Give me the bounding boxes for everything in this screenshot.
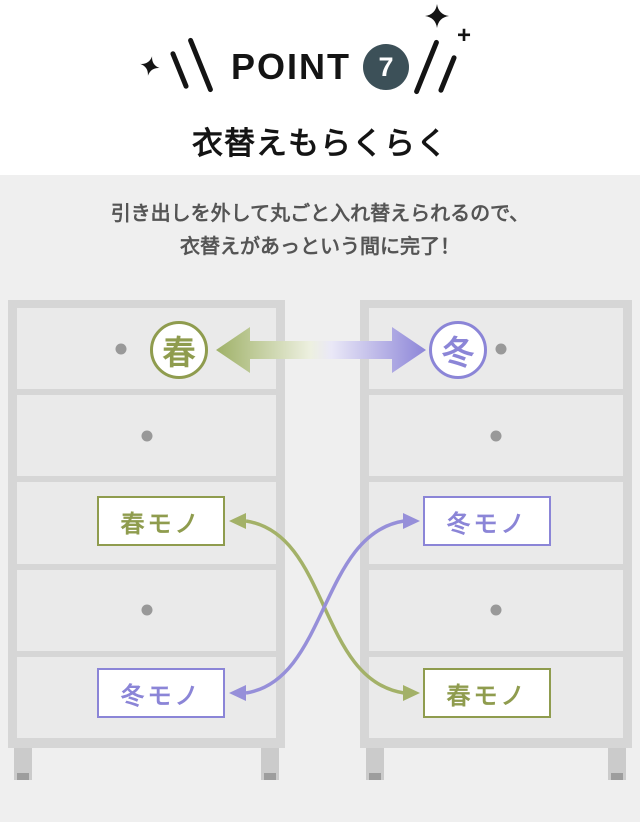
- drawer-handle-dot: [141, 430, 152, 442]
- spring-items-label-right: 春モノ: [423, 668, 551, 718]
- drawer-handle-dot: [490, 604, 502, 616]
- drawer: [17, 308, 276, 390]
- drawer: [369, 569, 623, 651]
- plus-icon: +: [457, 22, 472, 49]
- drawer: [369, 308, 623, 390]
- season-circle-winter: 冬: [429, 321, 487, 379]
- sparkle-icon: [140, 56, 160, 76]
- season-circle-spring: 春: [150, 321, 208, 379]
- drawer-handle-dot: [115, 343, 127, 355]
- spring-items-label-left: 春モノ: [97, 496, 225, 546]
- chest-leg: [261, 748, 279, 780]
- chest-leg: [608, 748, 626, 780]
- chest-leg: [366, 748, 384, 780]
- drawer: [17, 395, 276, 477]
- sparkle-icon: [425, 4, 449, 28]
- page-title: 衣替えもらくらく: [192, 126, 448, 161]
- drawer-handle-dot: [490, 430, 502, 442]
- description-line-1: 引き出しを外して丸ごと入れ替えられるので、: [110, 203, 530, 225]
- description-text: 引き出しを外して丸ごと入れ替えられるので、 衣替えがあっという間に完了！: [0, 198, 640, 264]
- drawer: [369, 395, 623, 477]
- point-label: POINT: [230, 46, 351, 87]
- chest-leg: [14, 748, 32, 780]
- winter-items-label-right: 冬モノ: [423, 496, 551, 546]
- winter-items-label-left: 冬モノ: [97, 668, 225, 718]
- description-line-2: 衣替えがあっという間に完了！: [180, 236, 460, 258]
- left-chest: [8, 300, 285, 780]
- drawer-handle-dot: [495, 343, 507, 355]
- drawer-handle-dot: [141, 604, 152, 616]
- point-heading: POINT 7: [0, 44, 640, 90]
- point-number-badge: 7: [363, 44, 409, 90]
- drawer: [17, 569, 276, 651]
